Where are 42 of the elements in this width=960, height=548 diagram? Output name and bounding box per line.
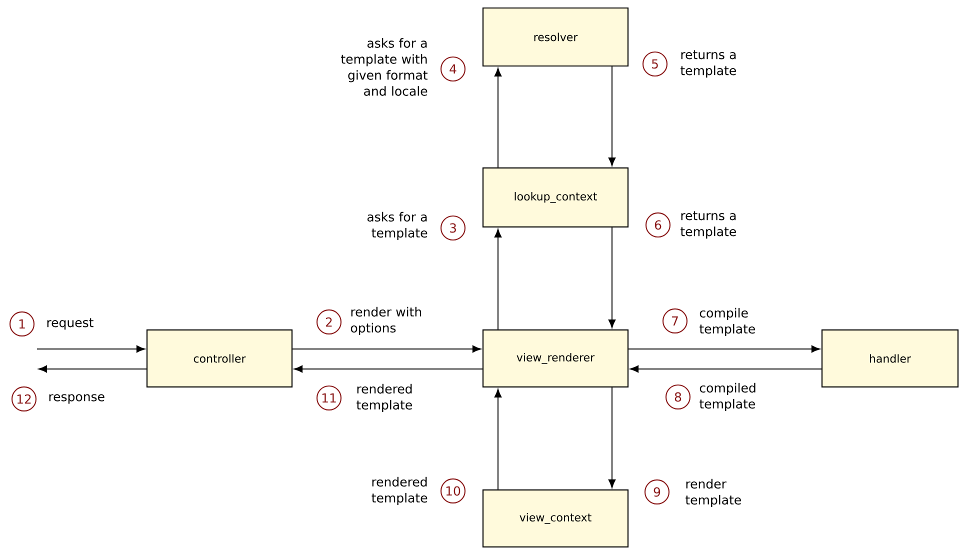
step-number: 3 bbox=[440, 215, 466, 241]
arrow bbox=[608, 227, 616, 328]
arrow bbox=[292, 345, 482, 353]
arrow bbox=[494, 388, 502, 490]
process-box: handler bbox=[821, 329, 959, 388]
step-number: 12 bbox=[11, 386, 37, 412]
process-box: view_renderer bbox=[482, 329, 629, 388]
edge-label: rendered template bbox=[356, 384, 412, 412]
step-number: 8 bbox=[665, 384, 691, 410]
arrow bbox=[494, 68, 502, 168]
arrow bbox=[38, 365, 147, 373]
step-number: 2 bbox=[316, 309, 342, 335]
edge-label: render with options bbox=[350, 306, 422, 336]
process-box: lookup_context bbox=[482, 167, 629, 228]
arrow bbox=[608, 387, 616, 488]
arrow bbox=[628, 345, 820, 353]
step-number: 1 bbox=[9, 311, 35, 337]
step-description: returns a template bbox=[680, 50, 736, 78]
step-number: 7 bbox=[662, 308, 688, 334]
arrow bbox=[608, 66, 616, 166]
step-number: 11 bbox=[316, 385, 342, 411]
step-number: 5 bbox=[642, 51, 668, 77]
arrow bbox=[630, 365, 822, 373]
step-number: 10 bbox=[440, 478, 466, 504]
step-description: rendered template bbox=[372, 476, 428, 506]
arrow bbox=[294, 365, 483, 373]
step-description: render template bbox=[686, 478, 741, 508]
edge-label: compile template bbox=[700, 308, 755, 336]
step-description: asks for a template bbox=[367, 212, 428, 240]
process-box: resolver bbox=[482, 7, 629, 67]
process-box: view_context bbox=[482, 489, 629, 548]
arrow bbox=[36, 345, 146, 353]
step-number: 6 bbox=[645, 212, 671, 238]
step-description: asks for a template with given format and locale bbox=[341, 38, 428, 96]
arrow bbox=[494, 228, 502, 330]
step-number: 9 bbox=[644, 479, 670, 505]
step-description: returns a template bbox=[680, 211, 736, 239]
edge-label: response bbox=[49, 394, 104, 404]
process-box: controller bbox=[146, 329, 293, 388]
edge-label: compiled template bbox=[700, 382, 756, 412]
edge-label: request bbox=[47, 318, 94, 330]
step-number: 4 bbox=[440, 56, 466, 82]
